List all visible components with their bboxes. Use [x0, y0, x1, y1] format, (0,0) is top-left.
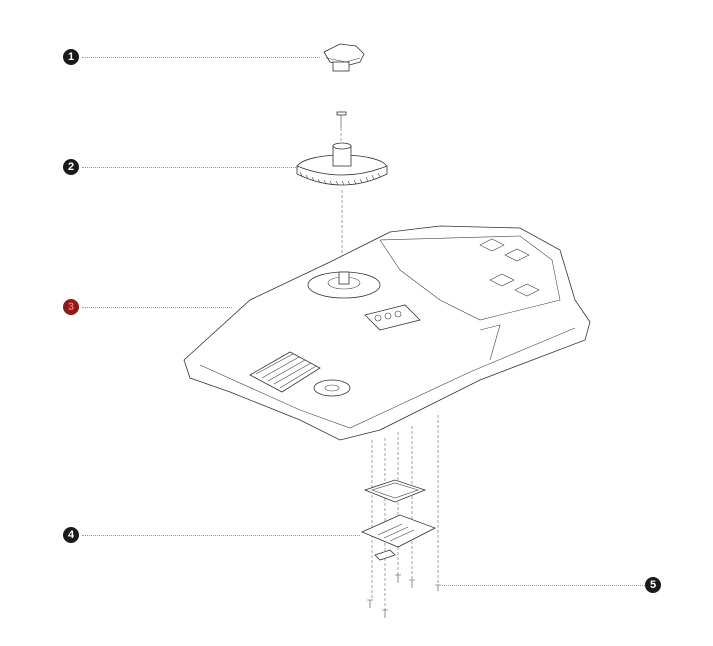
callout-4: 4 — [63, 527, 79, 543]
leader-line-3 — [82, 307, 232, 308]
callout-5: 5 — [645, 577, 661, 593]
part-screw — [336, 111, 347, 142]
part-knob-cap — [323, 43, 365, 72]
part-base-housing — [183, 225, 591, 610]
part-screws — [367, 574, 441, 618]
part-control-board — [360, 479, 436, 561]
leader-line-2 — [82, 167, 298, 168]
leader-line-1 — [82, 57, 320, 58]
callout-3: 3 — [63, 299, 79, 315]
callout-1: 1 — [63, 49, 79, 65]
callout-2: 2 — [63, 159, 79, 175]
leader-line-5 — [442, 585, 645, 586]
part-gear — [296, 142, 388, 270]
leader-line-4 — [82, 535, 360, 536]
